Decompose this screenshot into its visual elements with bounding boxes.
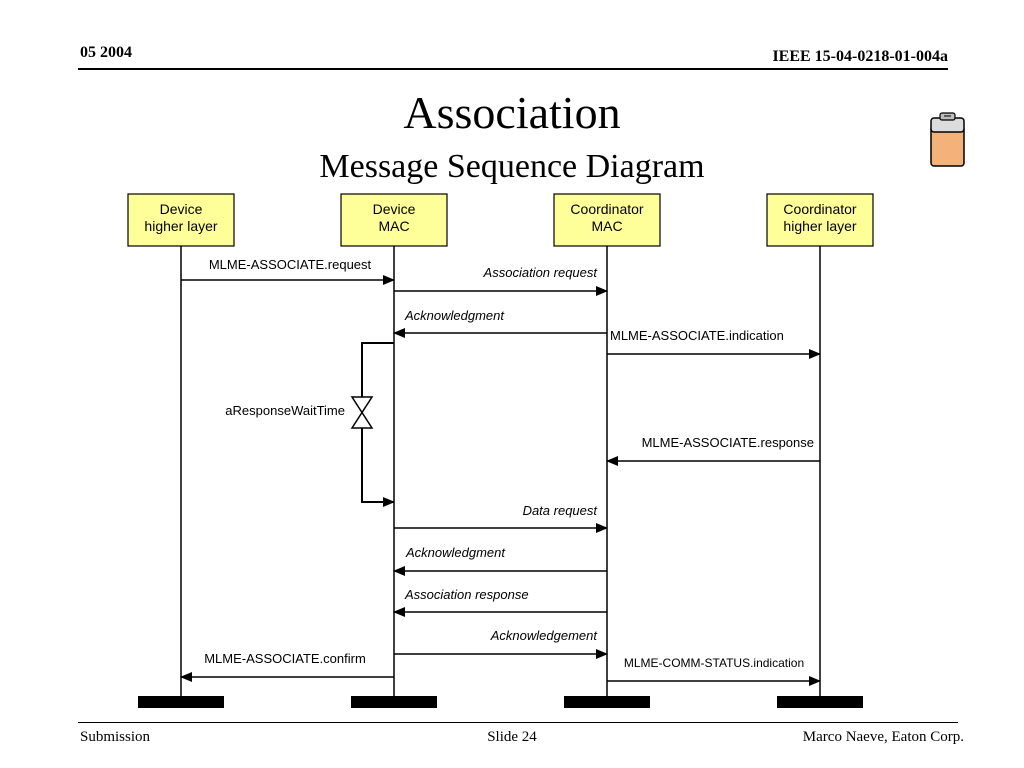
response-wait-timer: aResponseWaitTime bbox=[225, 342, 395, 507]
footer-submission: Submission bbox=[80, 729, 151, 745]
message-label: Acknowledgment bbox=[404, 308, 505, 323]
message-1: Association request bbox=[394, 265, 608, 296]
lifeline-box bbox=[340, 193, 448, 247]
message-7: Association response bbox=[393, 587, 607, 617]
message-6: Acknowledgment bbox=[393, 545, 607, 576]
message-label: Data request bbox=[523, 503, 599, 518]
message-3: MLME-ASSOCIATE.indication bbox=[607, 328, 821, 359]
lifeline-label-line1: Device bbox=[373, 201, 416, 217]
lifeline-end-bar bbox=[777, 696, 863, 708]
message-8: Acknowledgement bbox=[394, 628, 608, 659]
message-label: MLME-COMM-STATUS.indication bbox=[624, 656, 804, 670]
lifeline-label-line2: higher layer bbox=[144, 218, 217, 234]
message-label: MLME-ASSOCIATE.confirm bbox=[204, 651, 366, 666]
message-label: Association response bbox=[404, 587, 529, 602]
header-divider bbox=[78, 68, 948, 70]
footer-author: Marco Naeve, Eaton Corp. bbox=[802, 729, 964, 745]
lifeline-end-bar bbox=[564, 696, 650, 708]
slide-title: Association bbox=[403, 87, 621, 138]
lifeline-box bbox=[127, 193, 235, 247]
footer-slide-number: Slide 24 bbox=[487, 729, 537, 745]
message-4: MLME-ASSOCIATE.response bbox=[606, 435, 820, 466]
lifeline-label-line1: Coordinator bbox=[783, 201, 856, 217]
lifeline-box bbox=[553, 193, 661, 247]
lifeline-label-line2: MAC bbox=[591, 218, 622, 234]
header-date: 05 2004 bbox=[80, 44, 132, 61]
header-document-id: IEEE 15-04-0218-01-004a bbox=[772, 48, 948, 65]
message-5: Data request bbox=[394, 503, 608, 533]
lifeline-label-line2: higher layer bbox=[783, 218, 856, 234]
lifeline-label-line1: Device bbox=[160, 201, 203, 217]
message-0: MLME-ASSOCIATE.request bbox=[181, 257, 395, 285]
message-label: MLME-ASSOCIATE.response bbox=[642, 435, 814, 450]
message-label: MLME-ASSOCIATE.indication bbox=[610, 328, 784, 343]
message-label: Acknowledgment bbox=[405, 545, 506, 560]
message-label: MLME-ASSOCIATE.request bbox=[209, 257, 372, 272]
message-9: MLME-ASSOCIATE.confirm bbox=[180, 651, 394, 682]
lifeline-end-bar bbox=[351, 696, 437, 708]
hourglass-icon bbox=[350, 396, 374, 429]
slide-subtitle: Message Sequence Diagram bbox=[319, 148, 705, 185]
footer-divider bbox=[78, 722, 958, 723]
message-label: Association request bbox=[483, 265, 599, 280]
lifeline-label-line2: MAC bbox=[378, 218, 409, 234]
lifeline-end-bar bbox=[138, 696, 224, 708]
lifeline-box bbox=[766, 193, 874, 247]
message-2: Acknowledgment bbox=[393, 308, 607, 338]
lifeline-label-line1: Coordinator bbox=[570, 201, 643, 217]
message-10: MLME-COMM-STATUS.indication bbox=[607, 656, 821, 686]
battery-icon bbox=[930, 112, 965, 167]
message-label: Acknowledgement bbox=[490, 628, 599, 643]
timer-label: aResponseWaitTime bbox=[225, 403, 345, 418]
